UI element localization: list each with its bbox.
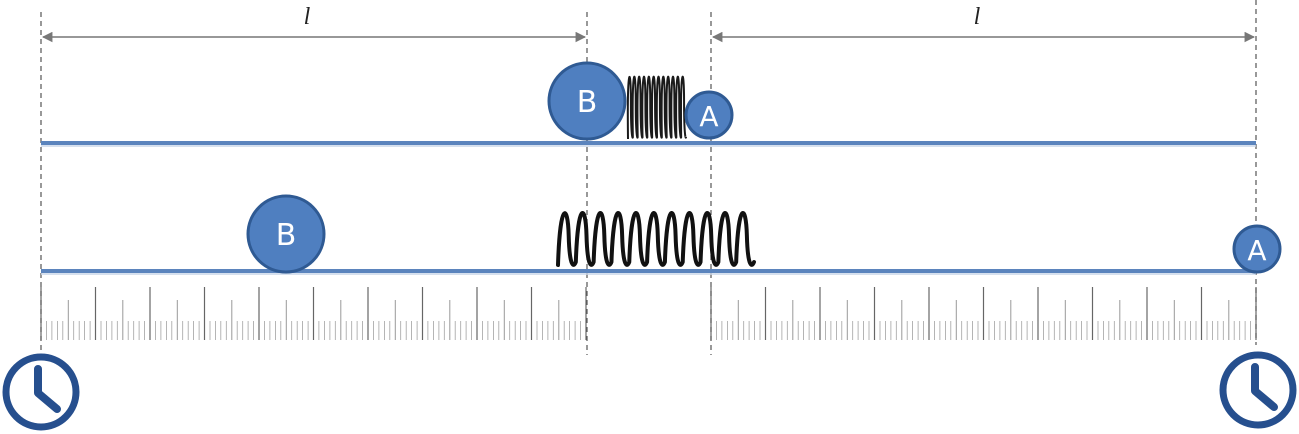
reference-lines [40,0,1257,355]
spring-compressed-coil [626,75,687,140]
ruler-left [40,287,587,340]
spring-relaxed [556,211,756,267]
ball-a-top-label: A [699,100,718,133]
top-rail [41,141,1256,145]
length-label-right: l [974,4,981,30]
ball-b-top: B [547,61,627,141]
ruler-right [710,287,1257,340]
ball-b-bottom-label: B [276,218,297,253]
length-label-left: l [304,4,311,30]
spring-compressed [626,75,687,140]
ball-b-bottom: B [246,194,326,274]
ball-a-bottom-label: A [1247,234,1266,267]
clock-icon [2,353,80,431]
spring-relaxed-coil [556,211,756,267]
ball-b-top-label: B [577,85,598,120]
ball-a-top: A [684,90,734,140]
ball-a-bottom: A [1232,224,1282,274]
bottom-rail [41,269,1256,273]
clock-icon [1219,351,1297,429]
